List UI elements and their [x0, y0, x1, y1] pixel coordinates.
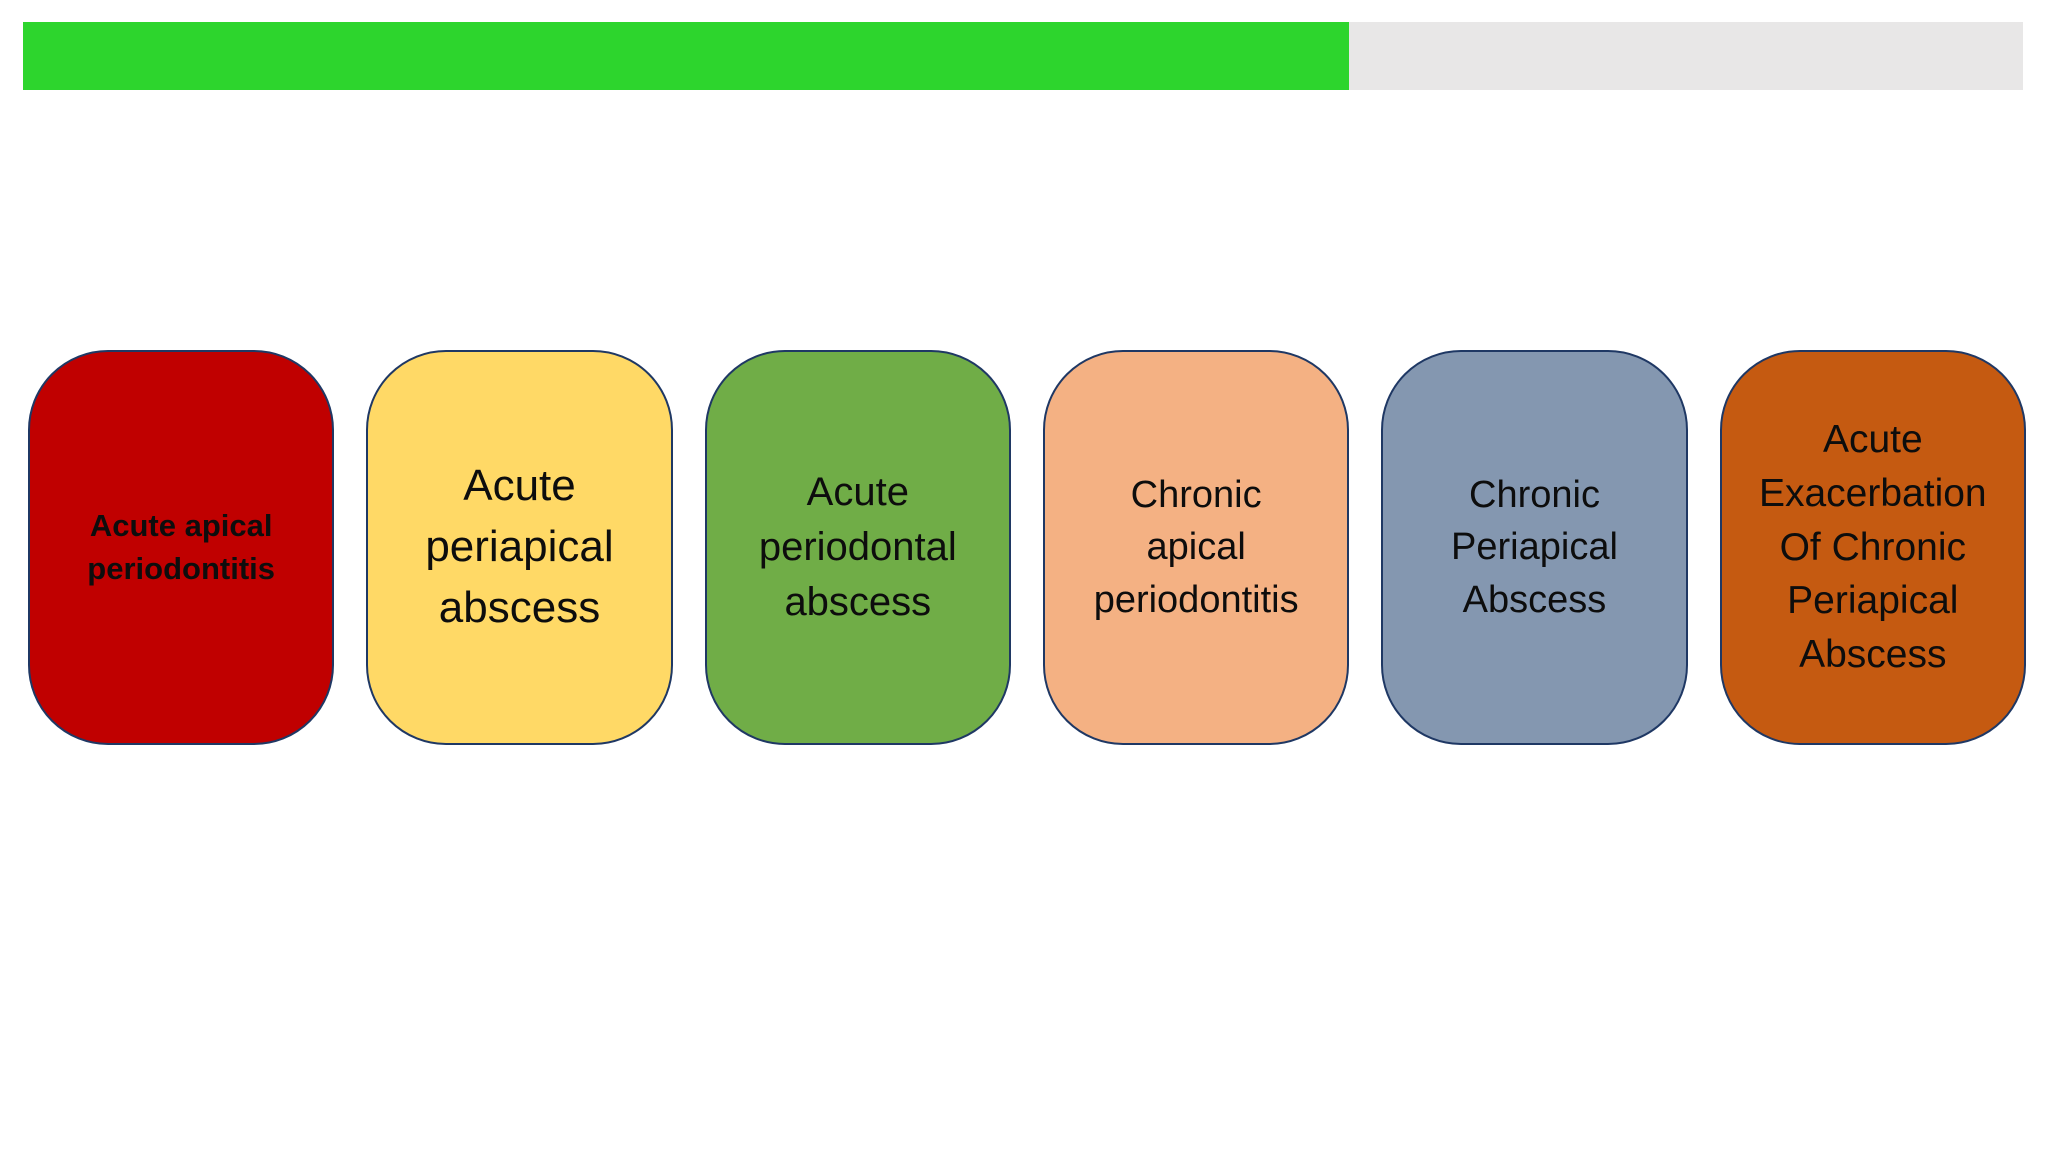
category-box-label: Chronic	[1130, 473, 1262, 516]
category-box-label: periodontitis	[1093, 578, 1299, 621]
category-box-label: Abscess	[1799, 633, 1947, 677]
category-box-4: Chronic apical periodontitis	[1042, 350, 1350, 745]
category-box-1: Acute apical periodontitis	[28, 350, 335, 745]
category-box-label: Periapical	[1451, 526, 1618, 569]
category-box-3: Acute periodontal abscess	[704, 350, 1011, 745]
category-row: Acute apical periodontitis Acute periapical…	[28, 350, 2026, 745]
category-box-label: Acute	[806, 469, 909, 514]
progress-bar-track	[23, 22, 2023, 90]
category-box-label: periapical	[425, 522, 614, 572]
category-box-label: Exacerbation	[1758, 471, 1987, 515]
category-box-label: Periapical	[1787, 579, 1959, 623]
category-box-label: abscess	[438, 582, 601, 632]
category-box-label: abscess	[784, 580, 932, 625]
category-box-label: apical	[1146, 526, 1246, 569]
category-box-label: Chronic	[1469, 473, 1600, 516]
progress-bar-fill	[23, 22, 1349, 90]
category-box-label: Acute	[1822, 417, 1923, 461]
category-box-label: Acute apical	[89, 507, 273, 543]
category-box-label: periodontitis	[87, 550, 276, 586]
category-box-label: Acute	[463, 461, 576, 511]
category-box-label: periodontal	[758, 524, 957, 569]
category-box-label: Of Chronic	[1779, 525, 1966, 569]
category-box-2: Acute periapical abscess	[366, 350, 673, 745]
category-box-label: Abscess	[1462, 578, 1607, 621]
